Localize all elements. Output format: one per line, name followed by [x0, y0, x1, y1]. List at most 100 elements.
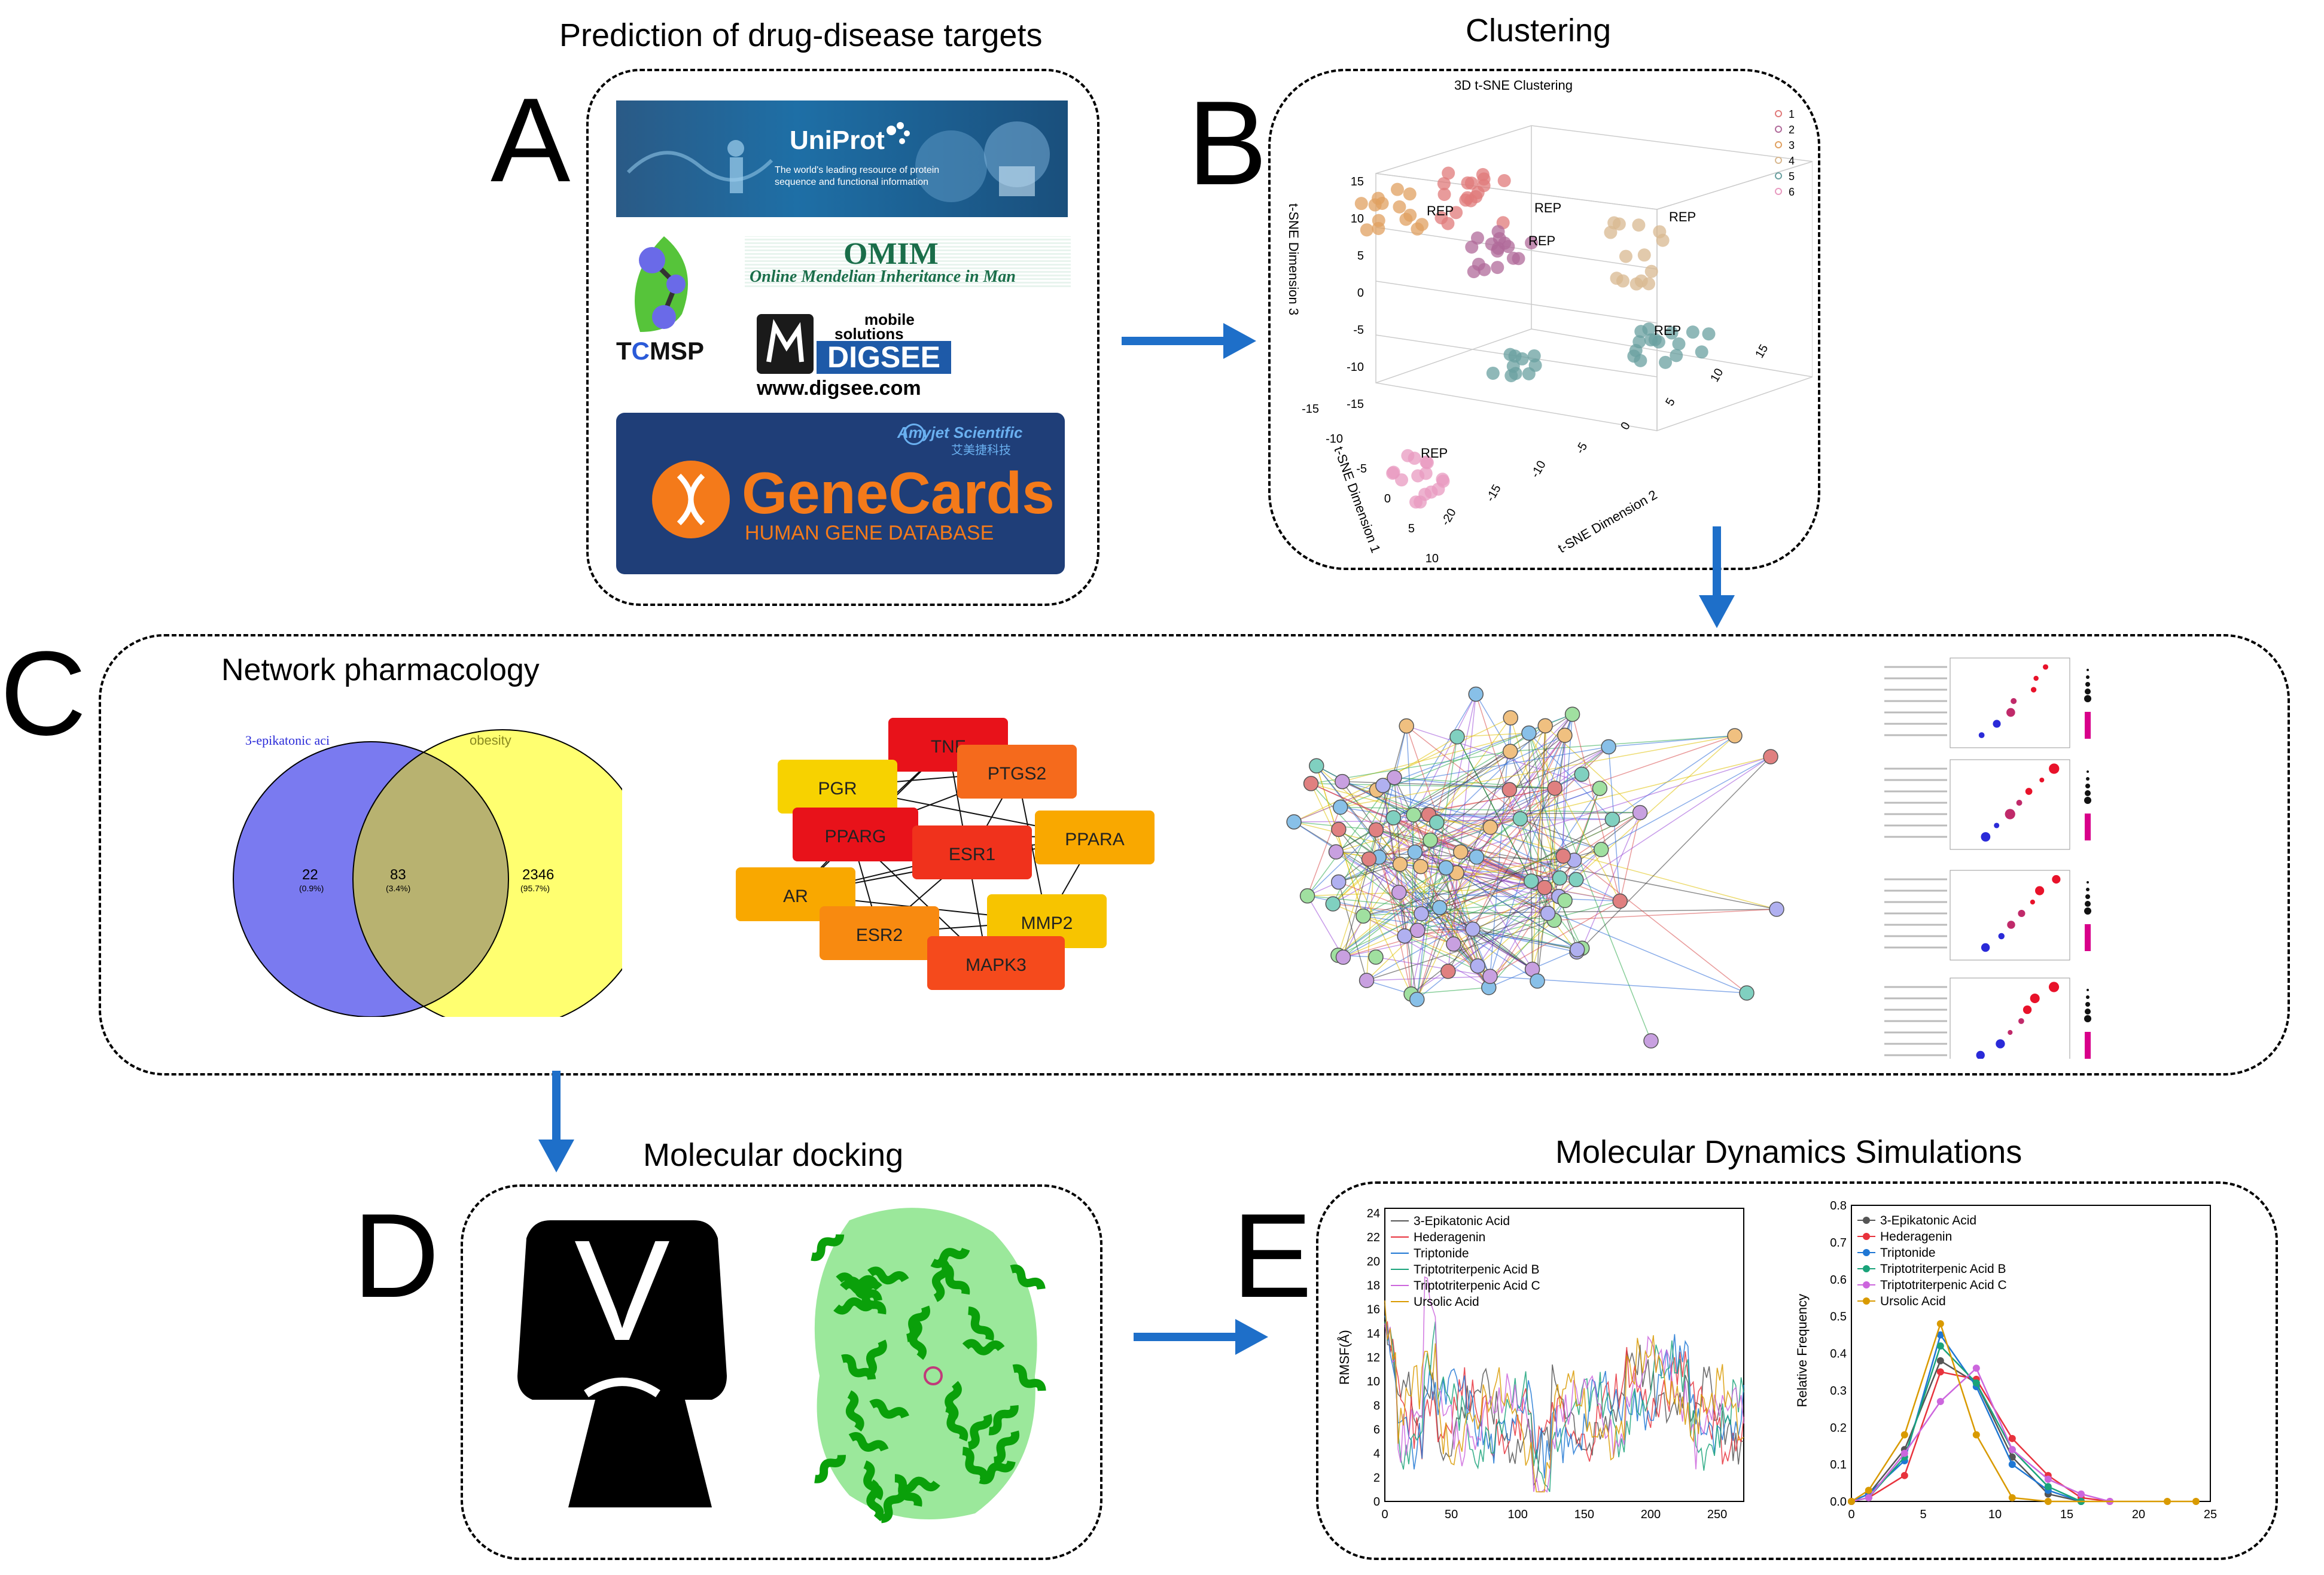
tsne-point: [1415, 218, 1428, 231]
rmsf-series-line: [1384, 1315, 1744, 1479]
rmsf-x-tick: 250: [1707, 1508, 1727, 1521]
ppi-edge: [1404, 819, 1613, 937]
omim-logo: OMIM Online Mendelian Inheritance in Man: [745, 236, 1071, 287]
tsne-point: [1634, 325, 1648, 339]
tsne-z-tick: -15: [1347, 398, 1364, 411]
section-e-box: [1316, 1181, 2278, 1560]
ppi-node: [1593, 842, 1609, 857]
tsne-point: [1515, 352, 1529, 365]
tsne-legend-marker: [1775, 126, 1782, 133]
ppi-edge: [1609, 735, 1735, 748]
hub-gene-node: [793, 808, 918, 861]
enrichment-dot: [2030, 993, 2040, 1004]
freq-series-point: [1936, 1342, 1944, 1350]
freq-legend-marker: [1863, 1249, 1870, 1256]
protein-helix: [841, 1354, 876, 1381]
protein-helix: [988, 1405, 1019, 1436]
ppi-edge: [1411, 756, 1771, 995]
venn-right-label: obesity: [470, 733, 511, 748]
tsne-point: [1527, 349, 1541, 362]
enrichment-dot: [1978, 732, 1985, 738]
ppi-node: [1569, 942, 1585, 958]
ppi-node: [1555, 848, 1571, 864]
hub-gene-node: [778, 760, 897, 814]
freq-y-tick: 0.2: [1830, 1421, 1847, 1434]
enrichment-panel-frame: [1950, 870, 2070, 961]
ppi-edge: [1446, 860, 1574, 869]
freq-series-point: [2044, 1483, 2052, 1491]
tsne-x-tick: -5: [1356, 462, 1367, 476]
ppi-edge: [1562, 735, 1565, 857]
hub-gene-node: [912, 825, 1032, 879]
ppi-edge: [1393, 817, 1621, 902]
freq-series-line: [1851, 1367, 2110, 1503]
vina-letter: V: [574, 1210, 670, 1370]
tsne-z-tick: -5: [1353, 324, 1364, 337]
protein-helix: [962, 1339, 1005, 1355]
section-b-letter: B: [1187, 77, 1268, 210]
protein-helix: [833, 1297, 876, 1315]
tsne-point: [1354, 197, 1368, 211]
ppi-edge: [1430, 756, 1771, 841]
freq-series-line: [1851, 1360, 2082, 1503]
ppi-edge: [1554, 714, 1573, 788]
freq-legend-label: Hederagenin: [1880, 1230, 1952, 1244]
hub-gene-label: ESR2: [856, 925, 903, 945]
rmsf-legend-label: 3-Epikatonic Acid: [1414, 1214, 1510, 1228]
ppi-node: [1557, 727, 1573, 744]
freq-series-point: [1936, 1331, 1944, 1339]
hub-gene-label: PTGS2: [988, 764, 1046, 784]
ppi-node: [1470, 958, 1486, 974]
ppi-edge: [1366, 980, 1412, 995]
hub-gene-label: PPARA: [1065, 830, 1124, 849]
tsne-point: [1501, 240, 1515, 254]
ppi-edge: [1476, 735, 1565, 858]
ppi-edge: [1571, 714, 1621, 901]
ppi-edge: [1554, 909, 1777, 921]
hub-gene-label: MMP2: [1021, 913, 1073, 933]
hub-gene-node: [927, 936, 1065, 990]
protein-helix: [867, 1266, 909, 1285]
protein-helix: [814, 1455, 846, 1483]
tsne-x-tick: -15: [1302, 403, 1319, 416]
ppi-node: [1309, 758, 1324, 774]
rmsf-y-tick: 14: [1367, 1327, 1380, 1341]
ppi-node: [1303, 776, 1319, 791]
section-a-title: Prediction of drug-disease targets: [559, 17, 1043, 53]
ppi-edge: [1338, 882, 1367, 981]
ppi-edge: [1619, 812, 1641, 901]
ppi-edge: [1394, 777, 1416, 852]
tsne-rep-label: REP: [1421, 446, 1448, 461]
genecards-logo: Amyjet Scientific 艾美捷科技 GeneCards HUMAN …: [616, 413, 1065, 574]
rmsf-y-tick: 6: [1373, 1424, 1380, 1437]
ppi-node: [1502, 744, 1518, 759]
ppi-edge: [1294, 818, 1613, 822]
hub-gene-node: [1035, 811, 1155, 864]
rmsf-series-line: [1384, 1276, 1744, 1493]
ppi-edge: [1536, 812, 1641, 884]
enrichment-dot: [1998, 933, 2005, 940]
tsne-rep-label: REP: [1534, 200, 1561, 215]
tsne-rep-label: REP: [1528, 233, 1555, 248]
freq-x-tick: 0: [1848, 1508, 1854, 1521]
rmsf-plot-frame: [1384, 1208, 1744, 1502]
tsne-legend-label: 5: [1789, 170, 1795, 182]
ppi-edge: [1420, 756, 1771, 867]
ppi-edge: [1338, 864, 1400, 883]
hub-gene-node: [987, 894, 1107, 948]
arrow-a-to-b: [1122, 323, 1256, 359]
ppi-node: [1769, 901, 1784, 917]
tsne-y-tick: -20: [1439, 506, 1459, 528]
enrichment-size-legend: [2087, 669, 2089, 671]
tsne-point: [1401, 449, 1415, 462]
protein-helix: [979, 1460, 1016, 1485]
uniprot-tagline-1: The world's leading resource of protein: [775, 165, 940, 175]
ppi-edge: [1490, 900, 1621, 977]
tsne-x-tick: 0: [1384, 492, 1391, 505]
ppi-edge: [1445, 867, 1491, 977]
ppi-node: [1465, 921, 1481, 937]
protein-helix: [898, 1476, 940, 1494]
ppi-node: [1359, 973, 1375, 988]
ppi-edge: [1528, 732, 1613, 820]
